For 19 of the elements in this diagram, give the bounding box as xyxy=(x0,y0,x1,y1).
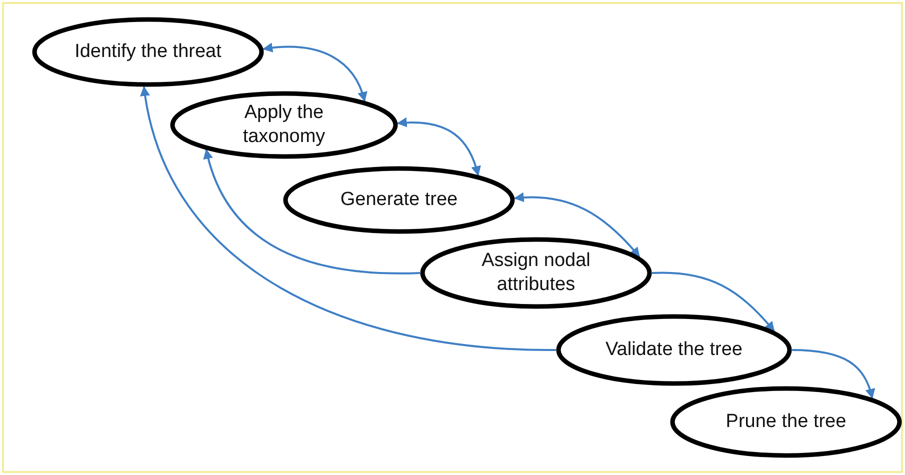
arrow xyxy=(514,192,640,258)
process-ellipse xyxy=(32,17,264,87)
node-label: Prune the tree xyxy=(726,410,846,434)
node-label: Assign nodal attributes xyxy=(480,249,592,297)
arrow xyxy=(262,42,367,102)
process-ellipse xyxy=(170,91,398,159)
arrow xyxy=(204,148,420,274)
node-label: Identify the threat xyxy=(74,40,222,64)
arrow xyxy=(652,272,775,332)
node-label: Validate the tree xyxy=(606,338,742,362)
process-ellipse xyxy=(283,166,515,234)
arrow xyxy=(792,349,875,399)
process-ellipse xyxy=(670,386,902,458)
arrow xyxy=(396,118,481,176)
node-label: Generate tree xyxy=(340,188,458,212)
node-label: Apply the taxonomy xyxy=(242,101,326,149)
process-ellipse xyxy=(420,237,652,309)
process-ellipse xyxy=(556,314,792,386)
arrow xyxy=(140,86,556,351)
